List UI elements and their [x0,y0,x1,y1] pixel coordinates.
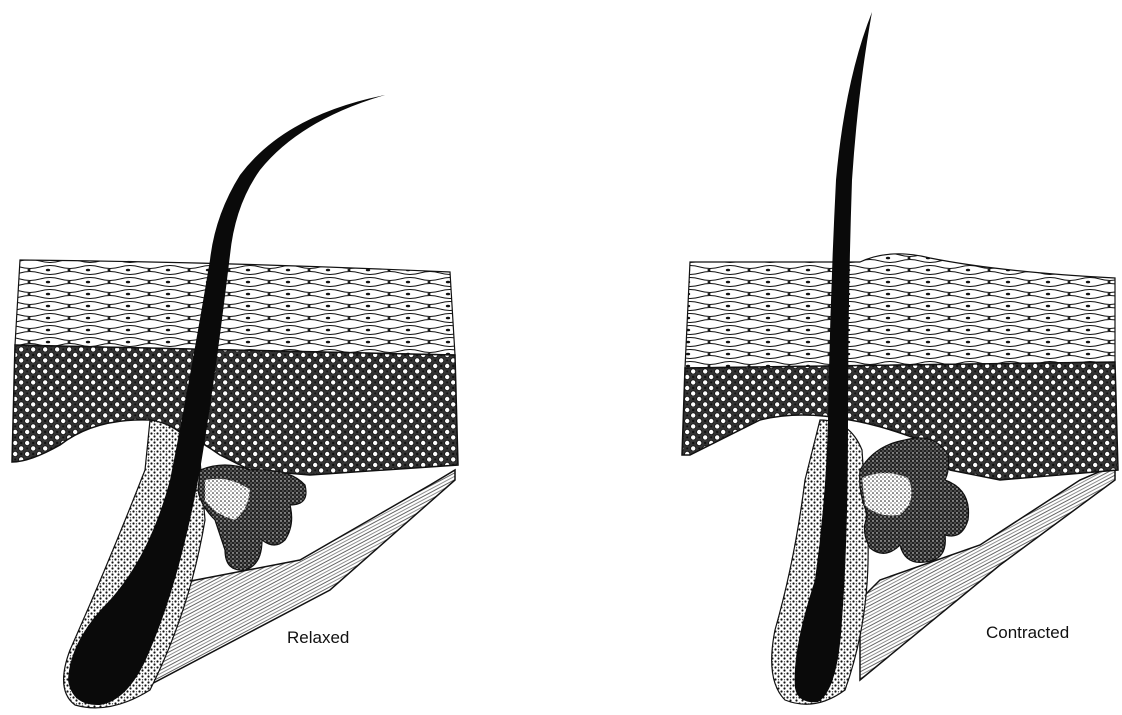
contracted-diagram: Contracted [682,12,1118,704]
relaxed-diagram: Relaxed [12,95,458,708]
panel-label-relaxed: Relaxed [287,628,349,647]
panel-label-contracted: Contracted [986,623,1069,642]
stratum-corneum [685,254,1115,368]
epidermis [12,345,458,475]
stratum-corneum [15,260,455,355]
